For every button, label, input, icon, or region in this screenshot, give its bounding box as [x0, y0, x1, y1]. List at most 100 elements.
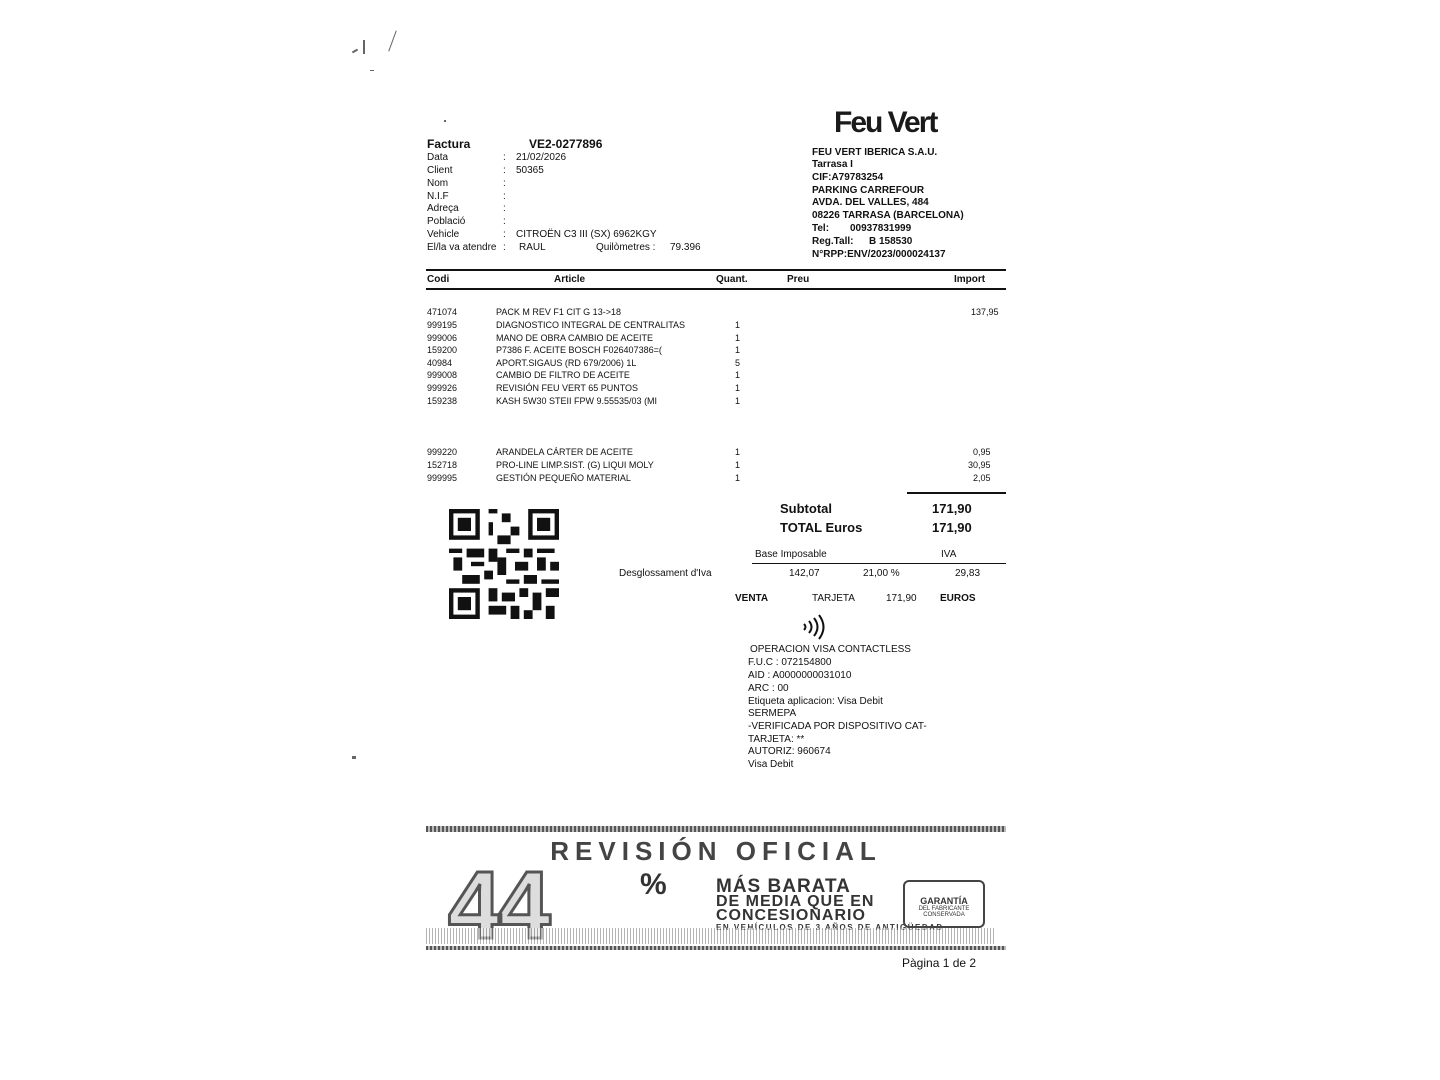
row-article: DIAGNOSTICO INTEGRAL DE CENTRALITAS [496, 320, 686, 330]
receipt-line: TARJETA: ** [748, 734, 805, 745]
contactless-icon [803, 614, 825, 640]
base-value: 142,07 [789, 568, 820, 579]
payment-sale: VENTA [735, 593, 769, 604]
field-label: Nom [427, 178, 449, 189]
company-reg-value: B 158530 [869, 236, 913, 247]
banner-line-3: CONCESIONARIO [716, 907, 866, 924]
row-code: 471074 [427, 307, 458, 317]
field-colon: : [503, 178, 506, 189]
row-qty: 1 [735, 370, 741, 380]
receipt-line: F.U.C : 072154800 [748, 657, 832, 668]
field-colon: : [503, 229, 506, 240]
receipt-line: ARC : 00 [748, 683, 789, 694]
company-line: CIF:A79783254 [812, 172, 884, 183]
row-code: 999006 [427, 333, 458, 343]
field-label: Client [427, 165, 453, 176]
banner-line-4: EN VEHÍCULOS DE 3 AÑOS DE ANTIGÜEDAD [716, 923, 944, 932]
row-code: 999926 [427, 383, 458, 393]
col-header-amount: Import [954, 274, 986, 285]
row-code: 159200 [427, 345, 458, 355]
row-code: 999220 [427, 447, 458, 457]
field-label: Data [427, 152, 449, 163]
company-line: PARKING CARREFOUR [812, 185, 925, 196]
receipt-line: SERMEPA [748, 708, 797, 719]
receipt-line: -VERIFICADA POR DISPOSITIVO CAT- [748, 721, 927, 732]
total-label: TOTAL Euros [780, 520, 863, 535]
base-label: Base Imposable [755, 549, 827, 560]
field-colon: : [503, 165, 506, 176]
row-article: P7386 F. ACEITE BOSCH F026407386=( [496, 345, 662, 355]
row-article: CAMBIO DE FILTRO DE ACEITE [496, 370, 630, 380]
field-label: N.I.F [427, 191, 449, 202]
receipt-line: Etiqueta aplicacion: Visa Debit [748, 696, 883, 707]
banner-percent: % [640, 868, 667, 901]
col-header-article: Article [554, 274, 586, 285]
row-qty: 1 [735, 320, 741, 330]
row-amount: 0,95 [973, 447, 991, 457]
field-value-attendant: RAUL [519, 242, 546, 253]
km-value: 79.396 [670, 242, 701, 253]
iva-rule [752, 563, 1006, 564]
scan-mark [444, 120, 446, 122]
row-qty: 1 [735, 447, 741, 457]
feu-vert-logo: Feu Vert [834, 106, 938, 139]
row-code: 999195 [427, 320, 458, 330]
receipt-line: AUTORIZ: 960674 [748, 746, 831, 757]
row-code: 159238 [427, 396, 458, 406]
scan-mark [351, 48, 359, 54]
row-qty: 5 [735, 358, 741, 368]
banner-top-bar [426, 826, 1006, 832]
iva-label: IVA [941, 549, 957, 560]
invoice-label: Factura [427, 137, 471, 151]
row-article: KASH 5W30 STEII FPW 9.55535/03 (MI [496, 396, 658, 406]
rate-value: 21,00 % [863, 568, 900, 579]
field-label: Vehicle [427, 229, 460, 240]
iva-value: 29,83 [955, 568, 981, 579]
banner-line-2: DE MEDIA QUE EN [716, 893, 875, 910]
page-number: Pàgina 1 de 2 [902, 956, 977, 970]
company-tel-label: Tel: [812, 223, 830, 234]
banner-title: REVISIÓN OFICIAL [550, 836, 882, 866]
totals-rule [907, 492, 1006, 494]
row-code: 152718 [427, 460, 458, 470]
row-code: 999995 [427, 473, 458, 483]
km-label: Quilòmetres : [596, 242, 656, 253]
company-tel-value: 00937831999 [850, 223, 912, 234]
field-label: El/la va atendre [427, 242, 497, 253]
row-article: MANO DE OBRA CAMBIO DE ACEITE [496, 333, 654, 343]
row-qty: 1 [735, 345, 741, 355]
scan-mark [370, 70, 374, 71]
invoice-number: VE2-0277896 [529, 137, 603, 151]
col-header-qty: Quant. [716, 274, 748, 285]
row-amount: 30,95 [968, 460, 991, 470]
company-line: AVDA. DEL VALLES, 484 [812, 197, 929, 208]
banner-line-1: MÁS BARATA [716, 876, 851, 897]
seal-line: DEL FABRICANTE [918, 906, 970, 912]
banner-fine-print [426, 928, 996, 944]
scan-mark [363, 40, 365, 54]
row-article: REVISIÓN FEU VERT 65 PUNTOS [496, 383, 639, 393]
row-qty: 1 [735, 460, 741, 470]
row-qty: 1 [735, 383, 741, 393]
table-header-rule [426, 288, 1006, 290]
field-colon: : [503, 242, 506, 253]
row-article: APORT.SIGAUS (RD 679/2006) 1L [496, 358, 637, 368]
col-header-code: Codi [427, 274, 450, 285]
receipt-line: AID : A0000000031010 [748, 670, 852, 681]
row-code: 40984 [427, 358, 453, 368]
table-top-rule [426, 269, 1006, 271]
row-code: 999008 [427, 370, 458, 380]
field-colon: : [503, 152, 506, 163]
field-label: Població [427, 216, 466, 227]
company-line: 08226 TARRASA (BARCELONA) [812, 210, 964, 221]
field-label: Adreça [427, 203, 459, 214]
row-qty: 1 [735, 396, 741, 406]
field-value-client: 50365 [516, 165, 544, 176]
scan-mark [388, 30, 397, 52]
payment-method: TARJETA [812, 593, 855, 604]
field-colon: : [503, 191, 506, 202]
seal-line: GARANTÍA [920, 896, 968, 906]
seal-line: CONSERVADA [923, 912, 965, 918]
company-line: Tarrasa I [812, 159, 853, 170]
breakdown-label: Desglossament d'Iva [619, 568, 712, 579]
